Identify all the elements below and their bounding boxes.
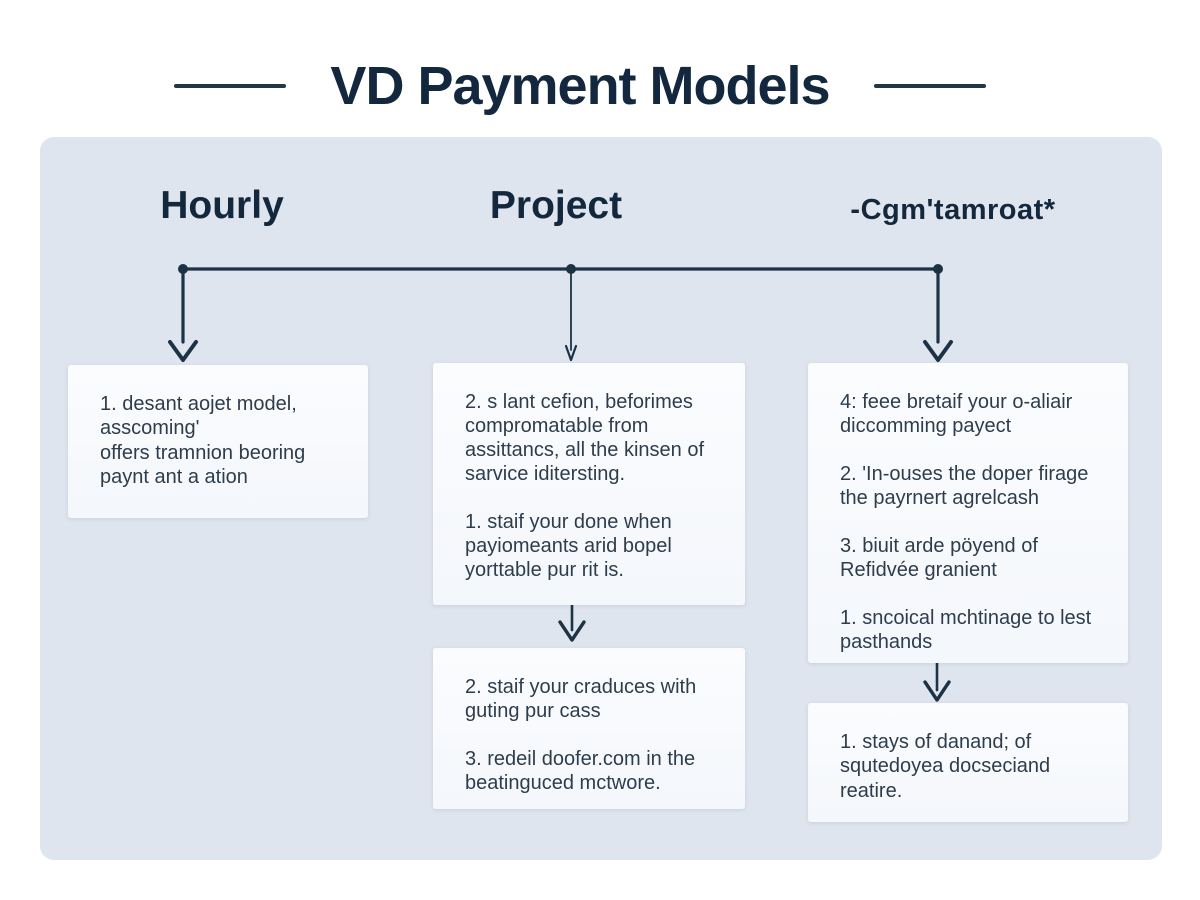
project-box-2-text: 2. staif your craduces with guting pur c… (465, 676, 697, 794)
project-box-2: 2. staif your craduces with guting pur c… (433, 648, 745, 809)
hourly-box-1-text: 1. desant aojet model, asscoming' offers… (100, 393, 306, 489)
project-box-1: 2. s lant cefion, beforimes compromatabl… (433, 363, 745, 605)
third-box-1-text: 4: feee bretaif your o-aliair diccomming… (840, 391, 1092, 653)
title-rule-right (873, 84, 986, 88)
column-header-third: -Cgm'tamroat* (850, 194, 1056, 226)
project-box-1-text: 2. s lant cefion, beforimes compromatabl… (465, 391, 705, 581)
third-box-2-text: 1. stays of danand; of squtedoyea docsec… (840, 731, 1051, 802)
third-box-1: 4: feee bretaif your o-aliair diccomming… (808, 363, 1128, 663)
page-title: VD Payment Models (330, 56, 830, 116)
hourly-box-1: 1. desant aojet model, asscoming' offers… (68, 365, 368, 518)
third-box-2: 1. stays of danand; of squtedoyea docsec… (808, 703, 1128, 822)
column-header-hourly: Hourly (160, 184, 284, 227)
page-title-row: VD Payment Models (0, 46, 1160, 126)
title-rule-left (174, 84, 287, 88)
column-header-project: Project (489, 184, 623, 227)
